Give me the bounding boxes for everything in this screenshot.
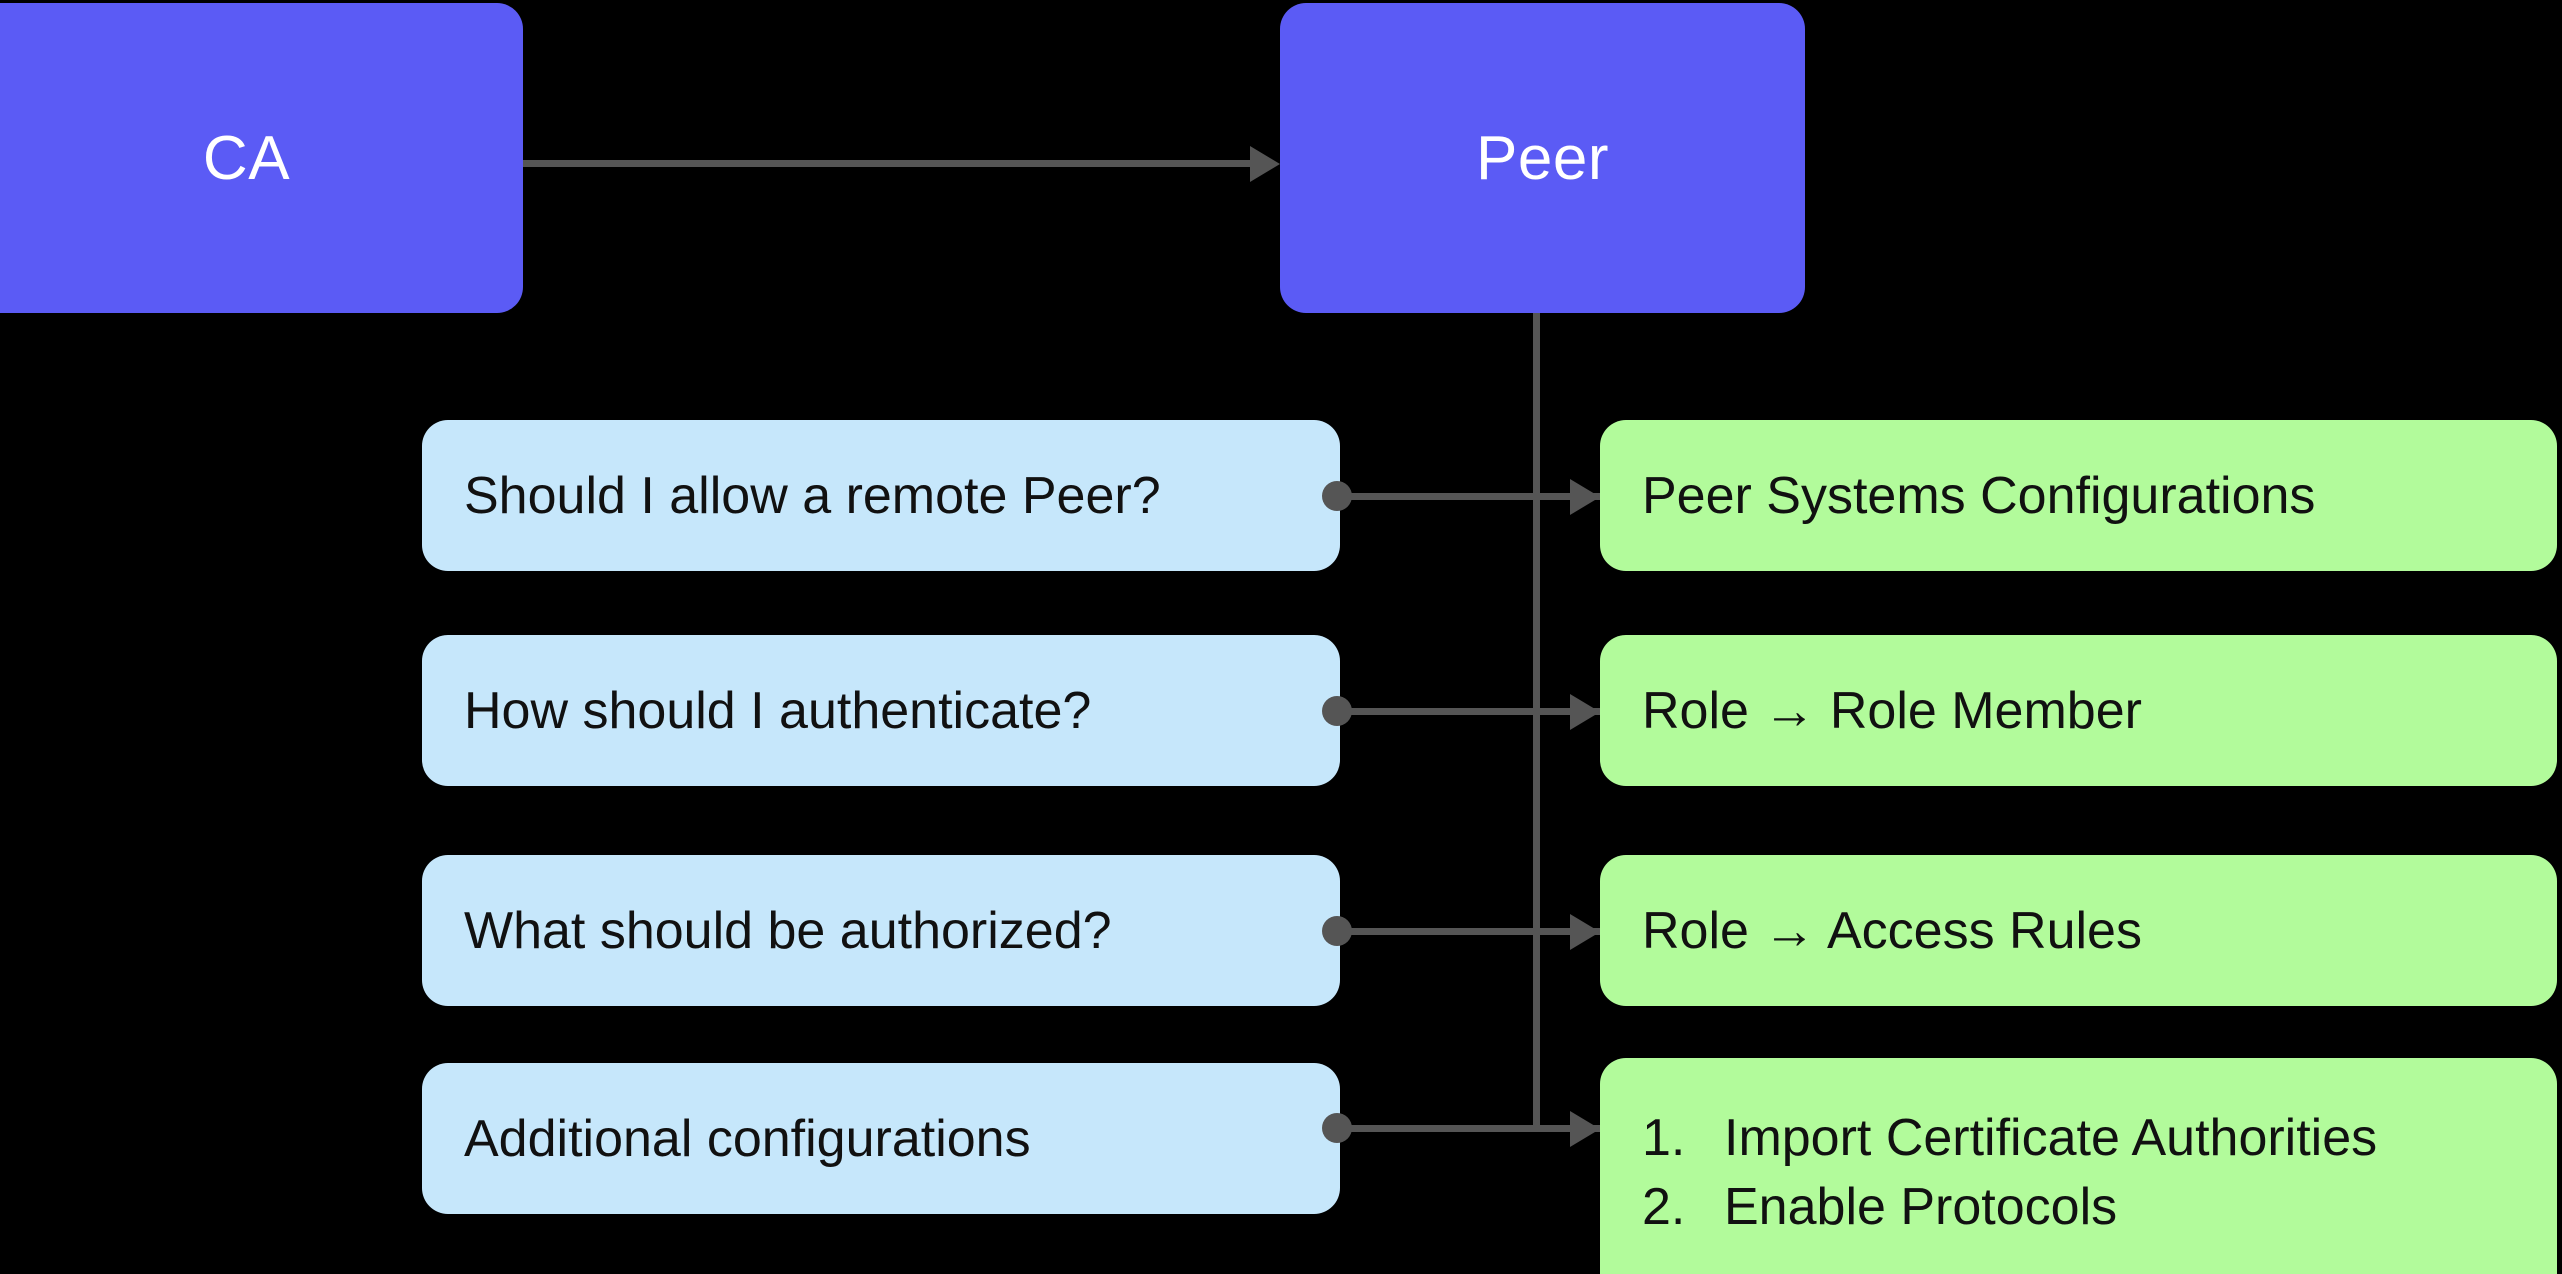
edge-row-1-line — [1337, 493, 1600, 500]
question-label-4: Additional configurations — [464, 1109, 1031, 1168]
answer-label-2: Role → Role Member — [1642, 681, 2142, 740]
answer-list-item: 2. Enable Protocols — [1642, 1173, 2377, 1242]
answer-label-1: Peer Systems Configurations — [1642, 466, 2316, 525]
edge-ca-to-peer-arrowhead — [1250, 146, 1280, 182]
answer-list-item-text: Enable Protocols — [1724, 1177, 2118, 1236]
node-ca-label: CA — [202, 123, 291, 193]
question-label-1: Should I allow a remote Peer? — [464, 466, 1161, 525]
node-peer[interactable]: Peer — [1280, 3, 1805, 313]
answer-list-4: 1. Import Certificate Authorities 2. Ena… — [1642, 1104, 2377, 1241]
question-box-2[interactable]: How should I authenticate? — [422, 635, 1340, 786]
node-ca[interactable]: CA — [0, 3, 523, 313]
edge-row-4-arrowhead — [1570, 1111, 1600, 1147]
question-label-3: What should be authorized? — [464, 901, 1112, 960]
answer-label-3: Role → Access Rules — [1642, 901, 2142, 960]
answer-list-item: 1. Import Certificate Authorities — [1642, 1104, 2377, 1173]
answer-list-item-number: 2. — [1642, 1177, 1686, 1236]
answer-list-item-text: Import Certificate Authorities — [1724, 1109, 2378, 1167]
edge-row-2-line — [1337, 708, 1600, 715]
question-box-4[interactable]: Additional configurations — [422, 1063, 1340, 1214]
answer-box-1[interactable]: Peer Systems Configurations — [1600, 420, 2557, 571]
answer-list-item-number: 1. — [1642, 1109, 1686, 1167]
node-peer-label: Peer — [1476, 123, 1609, 193]
edge-row-2-arrowhead — [1570, 694, 1600, 730]
question-label-2: How should I authenticate? — [464, 681, 1092, 740]
question-box-3[interactable]: What should be authorized? — [422, 855, 1340, 1006]
edge-row-1-arrowhead — [1570, 479, 1600, 515]
edge-row-3-arrowhead — [1570, 914, 1600, 950]
edge-row-4-line — [1337, 1125, 1600, 1132]
question-box-1[interactable]: Should I allow a remote Peer? — [422, 420, 1340, 571]
answer-box-2[interactable]: Role → Role Member — [1600, 635, 2557, 786]
edge-ca-to-peer-line — [523, 160, 1250, 167]
edge-row-3-line — [1337, 928, 1600, 935]
answer-box-3[interactable]: Role → Access Rules — [1600, 855, 2557, 1006]
edge-peer-spine — [1533, 313, 1540, 1131]
answer-box-4[interactable]: 1. Import Certificate Authorities 2. Ena… — [1600, 1058, 2557, 1274]
